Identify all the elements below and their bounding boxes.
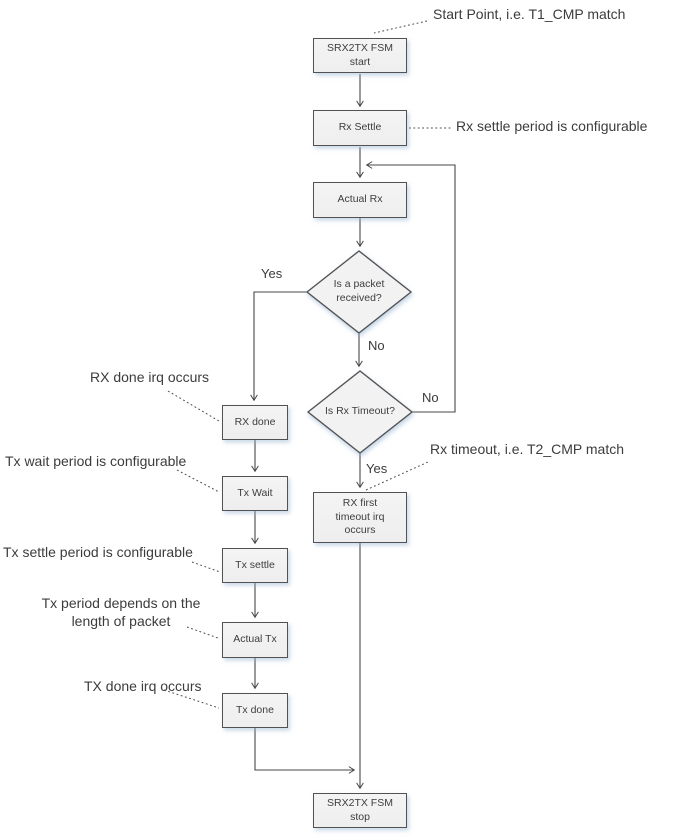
label-packet-no: No	[368, 338, 385, 353]
label-packet-yes: Yes	[261, 266, 283, 281]
connector-timeout-no-loop	[365, 161, 456, 413]
annotation-tx-done: TX done irq occurs	[84, 678, 202, 694]
annotation-rx-settle: Rx settle period is configurable	[456, 118, 648, 134]
connector-packet-yes-to-rxdone	[250, 291, 307, 402]
annotation-tx-period: Tx period depends on the length of packe…	[41, 595, 201, 629]
leader-tx-settle	[191, 561, 221, 573]
label-timeout-no: No	[422, 390, 439, 405]
label-timeout-yes: Yes	[366, 461, 388, 476]
annotation-tx-wait: Tx wait period is configurable	[5, 453, 187, 469]
node-tx-wait: Tx Wait	[222, 476, 288, 511]
node-srx2tx-fsm-start: SRX2TX FSM start	[313, 38, 407, 73]
decision-packet-received-shape	[305, 250, 413, 334]
node-srx2tx-fsm-stop: SRX2TX FSM stop	[313, 793, 407, 828]
annotation-rx-timeout: Rx timeout, i.e. T2_CMP match	[430, 441, 624, 457]
node-rx-first-timeout: RX first timeout irq occurs	[313, 492, 407, 543]
connector-txdone-to-junction	[254, 728, 356, 774]
leader-rx-done	[167, 390, 220, 422]
leader-tx-done	[163, 689, 220, 709]
annotation-tx-settle: Tx settle period is configurable	[3, 544, 193, 560]
node-actual-rx: Actual Rx	[313, 182, 407, 218]
annotation-start-point: Start Point, i.e. T1_CMP match	[433, 6, 626, 22]
node-actual-tx: Actual Tx	[222, 622, 288, 658]
node-tx-done: Tx done	[222, 693, 288, 728]
annotation-rx-done: RX done irq occurs	[90, 369, 210, 385]
node-tx-settle: Tx settle	[222, 548, 288, 583]
node-rx-settle: Rx Settle	[313, 110, 407, 146]
leader-tx-wait	[176, 469, 220, 493]
leader-tx-period	[186, 626, 219, 639]
decision-rx-timeout-shape	[306, 370, 414, 454]
leader-start-point	[373, 20, 428, 34]
node-rx-done: RX done	[222, 405, 288, 440]
